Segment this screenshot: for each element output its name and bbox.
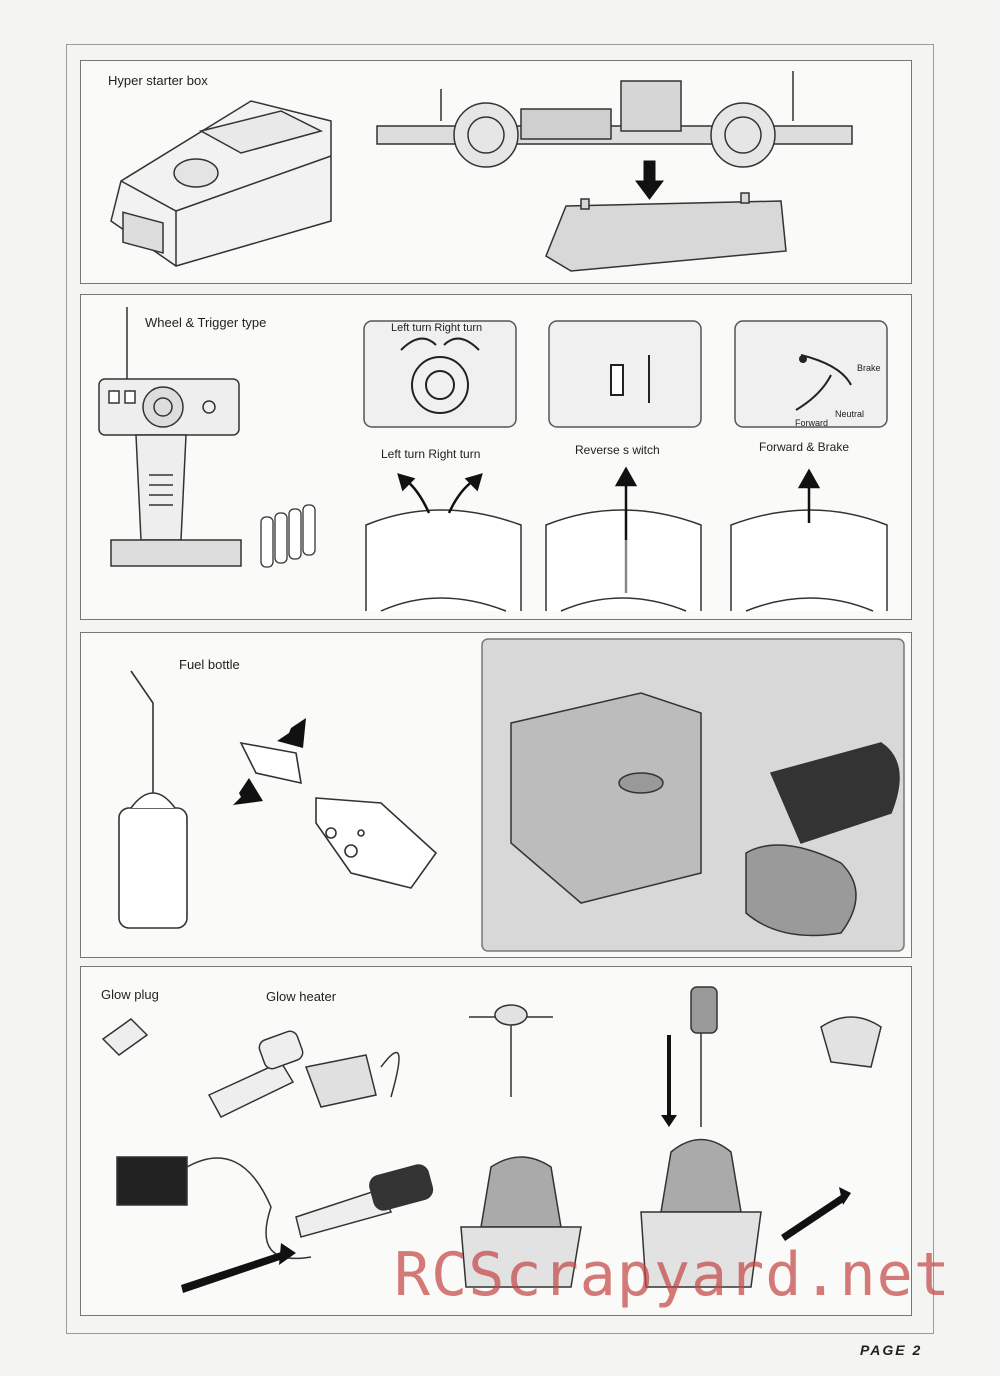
fuel-tank-illustration: [545, 192, 787, 272]
down-arrow: [635, 160, 664, 200]
label-glow-heater: Glow heater: [266, 989, 337, 1004]
inset-steer-label: Left turn Right turn: [391, 322, 483, 334]
panel-starter-box: Hyper starter box: [80, 60, 912, 284]
inset-reverse: [548, 320, 702, 428]
page-frame: [66, 44, 934, 1334]
watermark-text: RCScrapyard.net: [394, 1240, 951, 1310]
inset-throttle: [734, 320, 888, 428]
insert-arrows: [181, 1035, 851, 1293]
chassis-illustration: [376, 71, 853, 168]
panel-transmitter: Wheel & Trigger type: [80, 294, 912, 620]
throttle-caption: Forward & Brake: [759, 440, 850, 454]
brake-label: Brake: [857, 363, 881, 373]
fuel-bottle-illustration: [118, 638, 905, 952]
reverse-caption: Reverse s witch: [575, 443, 660, 457]
panel-glow: Glow plug Glow heater: [80, 966, 912, 1316]
glow-illustration: [101, 986, 882, 1293]
panel-fuel: Fuel bottle: [80, 632, 912, 958]
label-hyper-starter-box: Hyper starter box: [108, 73, 208, 88]
direction-arrows: [397, 466, 821, 593]
squeeze-arrows: [233, 718, 306, 805]
battery-cells-illustration: [260, 504, 316, 568]
steer-caption: Left turn Right turn: [381, 447, 481, 461]
starter-box-illustration: [110, 71, 853, 272]
page-number: PAGE 2: [860, 1342, 923, 1358]
label-fuel-bottle: Fuel bottle: [179, 657, 240, 672]
forward-label: Forward: [795, 418, 829, 428]
label-wheel-trigger-type: Wheel & Trigger type: [145, 315, 267, 330]
inset-steering: [363, 320, 517, 428]
transmitter-illustration: [98, 307, 888, 612]
neutral-label: Neutral: [835, 409, 865, 419]
label-glow-plug: Glow plug: [101, 987, 159, 1002]
